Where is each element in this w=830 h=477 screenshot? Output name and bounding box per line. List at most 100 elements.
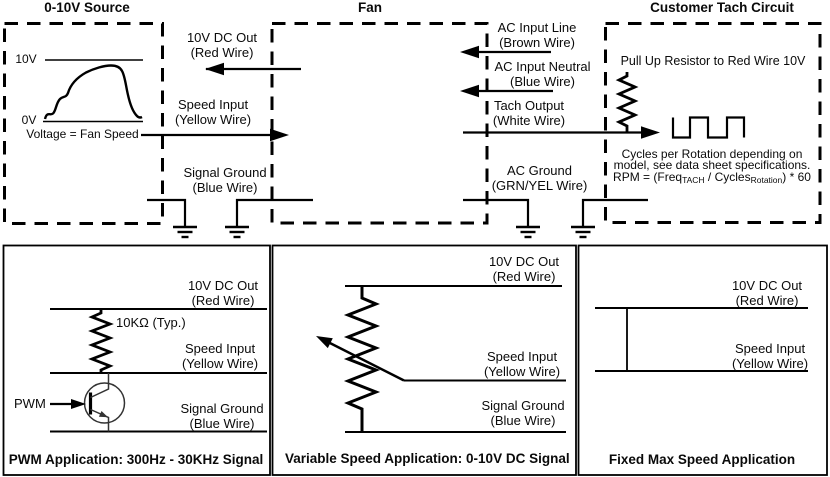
wire-label-speed-input: Speed Input (Yellow Wire) xyxy=(153,97,273,127)
wire-label-name: Tach Output xyxy=(493,98,565,113)
wire-signal-ground-source xyxy=(147,198,197,239)
tach-box-outline xyxy=(604,22,822,224)
graph-ymax-label: 10V xyxy=(15,52,37,66)
arrow-left-icon xyxy=(460,84,479,98)
fixed-app-wires xyxy=(595,307,808,372)
resistor-icon xyxy=(88,309,114,373)
formula-part: RPM = (Freq xyxy=(613,169,683,184)
wire-label-color: (Yellow Wire) xyxy=(731,355,809,371)
wire-ac-ground-tach xyxy=(571,198,648,239)
wire-label-color: (Brown Wire) xyxy=(499,34,575,50)
wire-label-name: 10V DC Out xyxy=(186,30,258,45)
source-box-outline xyxy=(3,22,164,225)
resistor-value-label: 10KΩ (Typ.) xyxy=(116,315,186,330)
wire-label-color: (Yellow Wire) xyxy=(483,363,561,379)
ground-icon xyxy=(173,225,197,239)
wire-label-name: AC Input Line xyxy=(497,20,577,35)
wire-label-ac-input-line: AC Input Line (Brown Wire) xyxy=(477,20,597,50)
fan-box-outline xyxy=(270,22,489,225)
fixed-app-box-outline xyxy=(577,244,828,476)
pullup-resistor-note: Pull Up Resistor to Red Wire 10V xyxy=(620,54,806,68)
wire-label-name: Speed Input xyxy=(734,341,806,356)
wire-label-ac-input-neutral: AC Input Neutral (Blue Wire) xyxy=(480,59,605,89)
cycles-note-line1: Cycles per Rotation depending on xyxy=(621,147,803,161)
wire-label-color: (Blue Wire) xyxy=(192,179,258,195)
pwm-app-caption: PWM Application: 300Hz - 30KHz Signal xyxy=(8,452,264,467)
wire-label-color: (Red Wire) xyxy=(190,44,254,60)
ground-icon xyxy=(516,225,540,239)
wire-ac-input-neutral xyxy=(460,84,553,98)
pwm-app-box-outline xyxy=(2,244,271,476)
wire-label-ac-ground: AC Ground (GRN/YEL Wire) xyxy=(477,163,602,193)
wire-label-name: Speed Input xyxy=(177,97,249,112)
pwm-app-wires xyxy=(50,308,267,433)
wire-label-color: (Red Wire) xyxy=(735,292,799,308)
cycles-note-line2: model, see data sheet specifications. xyxy=(613,158,811,173)
graph-caption: Voltage = Fan Speed xyxy=(26,127,139,141)
fixed-app-caption: Fixed Max Speed Application xyxy=(608,452,796,467)
wire-label-signal-ground: Signal Ground (Blue Wire) xyxy=(165,165,285,195)
wire-ac-ground-fan xyxy=(463,198,540,239)
wire-label-color: (Blue Wire) xyxy=(509,73,575,89)
variable-app-caption: Variable Speed Application: 0-10V DC Sig… xyxy=(285,451,570,466)
wire-label-name: 10V DC Out xyxy=(488,254,560,269)
wire-label-color: (Blue Wire) xyxy=(490,412,556,428)
ground-icon xyxy=(571,225,595,239)
arrow-up-left-icon xyxy=(316,336,333,349)
wire-label-color: (Yellow Wire) xyxy=(174,111,252,127)
cycles-note: Cycles per Rotation depending on model, … xyxy=(601,147,823,185)
pwm-label-10v-dc-out: 10V DC Out (Red Wire) xyxy=(163,278,283,308)
arrow-left-icon xyxy=(460,45,479,59)
fan-speed-curve xyxy=(43,64,143,120)
variable-app-box-outline xyxy=(271,244,577,476)
pwm-input-label: PWM xyxy=(14,396,46,411)
formula-subscript: Rotation xyxy=(750,174,783,185)
wire-label-color: (Yellow Wire) xyxy=(181,355,259,371)
square-wave-icon xyxy=(671,116,746,139)
wire-tach-output xyxy=(463,126,660,139)
wire-label-name: 10V DC Out xyxy=(187,278,259,293)
wire-label-10v-dc-out: 10V DC Out (Red Wire) xyxy=(162,30,282,60)
wire-label-color: (Blue Wire) xyxy=(189,415,255,431)
arrow-right-icon xyxy=(270,128,289,142)
transistor-icon xyxy=(83,373,126,432)
rpm-formula: RPM = (FreqTACH / CyclesRotation) * 60 xyxy=(601,169,823,185)
pwm-label-speed-input: Speed Input (Yellow Wire) xyxy=(160,341,280,371)
formula-subscript: TACH xyxy=(682,174,705,185)
fan-box-title: Fan xyxy=(357,0,382,15)
voltage-graph xyxy=(43,59,143,123)
wire-label-color: (GRN/YEL Wire) xyxy=(491,177,588,193)
wire-label-color: (Red Wire) xyxy=(191,292,255,308)
wire-label-name: 10V DC Out xyxy=(731,278,803,293)
pwm-label-signal-ground: Signal Ground (Blue Wire) xyxy=(162,401,282,431)
wire-label-name: Speed Input xyxy=(184,341,256,356)
wire-label-name: AC Ground xyxy=(506,163,573,178)
tach-box-title: Customer Tach Circuit xyxy=(650,0,794,15)
variable-label-10v-dc-out: 10V DC Out (Red Wire) xyxy=(464,254,584,284)
variable-label-speed-input: Speed Input (Yellow Wire) xyxy=(462,349,582,379)
wire-label-name: Signal Ground xyxy=(180,401,264,416)
wire-ac-input-line xyxy=(460,45,551,59)
wire-label-tach-output: Tach Output (White Wire) xyxy=(469,98,589,128)
variable-label-signal-ground: Signal Ground (Blue Wire) xyxy=(463,398,583,428)
wire-label-name: Signal Ground xyxy=(481,398,565,413)
wire-label-name: Signal Ground xyxy=(183,165,267,180)
wire-10v-dc-out xyxy=(205,62,301,76)
potentiometer-icon xyxy=(343,286,381,432)
variable-app-wires xyxy=(345,285,566,433)
ground-icon xyxy=(225,225,249,239)
pullup-resistor-icon xyxy=(615,72,639,132)
wire-label-color: (Red Wire) xyxy=(492,268,556,284)
wire-label-name: AC Input Neutral xyxy=(494,59,591,74)
fixed-label-10v-dc-out: 10V DC Out (Red Wire) xyxy=(707,278,827,308)
formula-part: / Cycles xyxy=(704,169,751,184)
wire-signal-ground-fan xyxy=(225,198,313,239)
pwm-input-arrow xyxy=(50,399,86,409)
potentiometer-wiper-arrow xyxy=(316,336,405,382)
formula-part: ) * 60 xyxy=(782,169,811,184)
graph-ymin-label: 0V xyxy=(21,113,37,127)
fixed-label-speed-input: Speed Input (Yellow Wire) xyxy=(710,341,830,371)
wire-label-name: Speed Input xyxy=(486,349,558,364)
